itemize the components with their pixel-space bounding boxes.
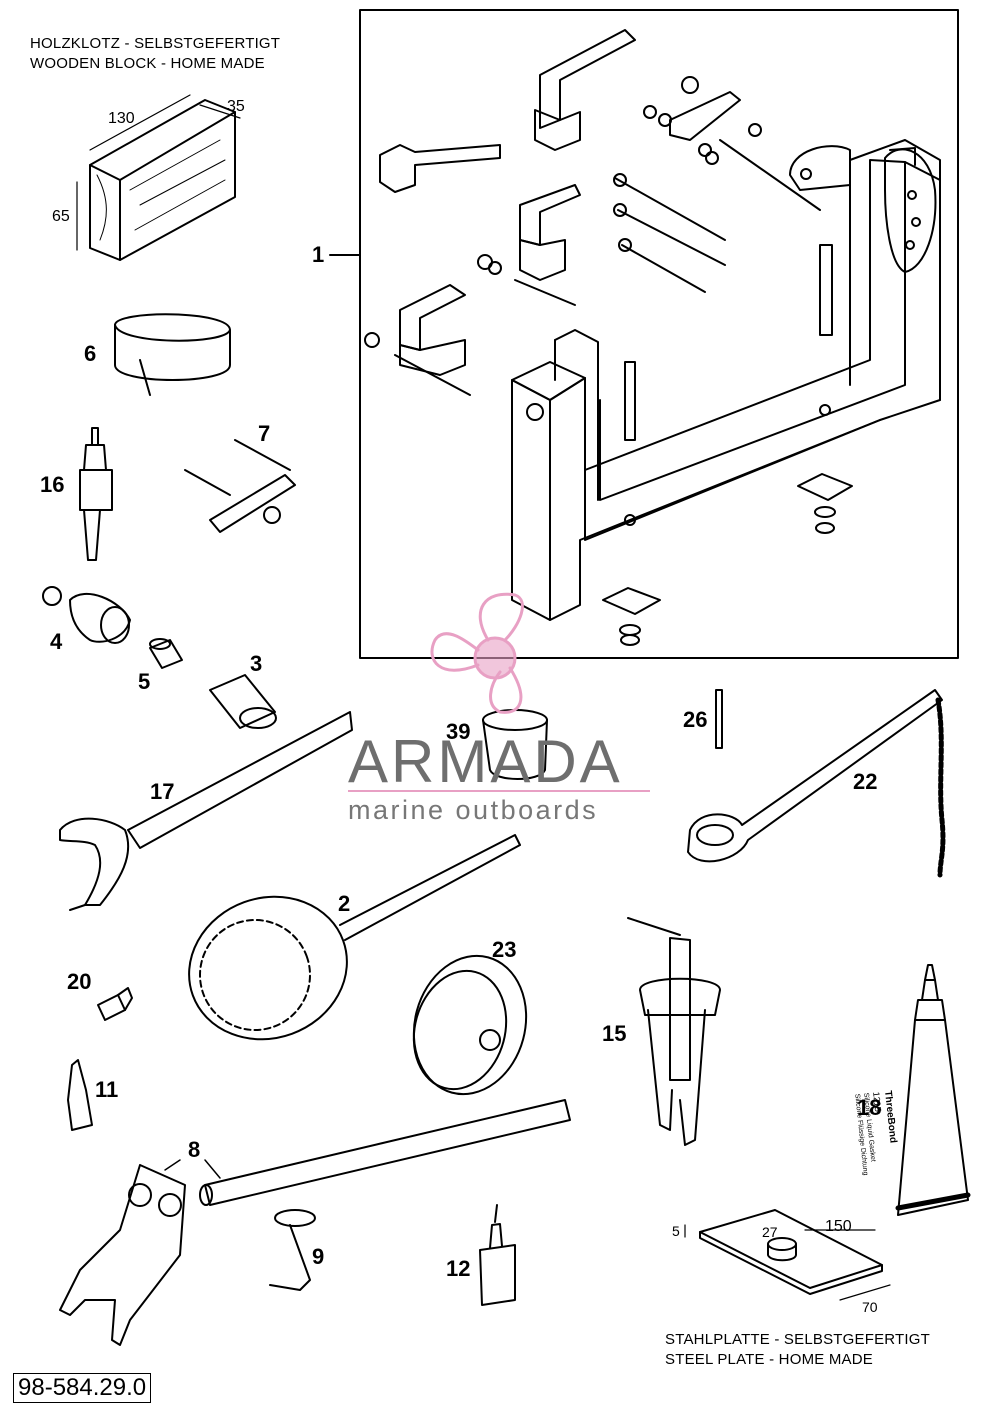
- dim-plate-width: 70: [862, 1299, 878, 1315]
- pin-26: [715, 689, 723, 749]
- steel-plate: [684, 1209, 891, 1301]
- wooden-block: [76, 94, 241, 261]
- dim-block-width: 35: [227, 98, 245, 115]
- dim-plate-length: 150: [825, 1218, 852, 1235]
- callout-5: 5: [138, 669, 151, 694]
- callout-26: 26: [683, 707, 708, 732]
- callout-20: 20: [67, 969, 92, 994]
- steel-plate-note-de: STAHLPLATTE - SELBSTGEFERTIGT: [665, 1331, 931, 1348]
- dim-plate-thickness: 5: [672, 1223, 680, 1239]
- sleeve-3: [209, 674, 277, 729]
- puller-16: [79, 427, 113, 561]
- holder-8: [59, 1099, 571, 1346]
- part-number: 98-584.29.0: [13, 1373, 152, 1403]
- callout-23: 23: [492, 937, 517, 962]
- adapter-4: [42, 586, 131, 644]
- wrench-17: [59, 711, 353, 911]
- callout-8: 8: [188, 1137, 201, 1162]
- clamp-9: [269, 1209, 316, 1291]
- puller-7: [184, 439, 296, 533]
- item-1-frame-box: [359, 9, 959, 659]
- puller-15: [627, 917, 721, 1146]
- watermark-brand: ARMADA: [348, 728, 623, 795]
- dim-block-height: 65: [52, 208, 70, 225]
- callout-4: 4: [50, 629, 63, 654]
- callout-9: 9: [312, 1244, 325, 1269]
- callout-39: 39: [446, 719, 471, 744]
- bottle-12: [479, 1204, 516, 1306]
- watermark-rule: [348, 790, 650, 792]
- callout-12: 12: [446, 1256, 471, 1281]
- callout-8-leader: [164, 1159, 221, 1179]
- engine-stand: [364, 29, 941, 646]
- screw-20: [97, 987, 133, 1021]
- ring-6: [114, 313, 231, 396]
- callout-22: 22: [853, 769, 878, 794]
- callout-7: 7: [258, 421, 271, 446]
- callout-15: 15: [602, 1021, 627, 1046]
- holder-2: [188, 834, 521, 1041]
- wooden-block-note-de: HOLZKLOTZ - SELBSTGEFERTIGT: [30, 35, 281, 52]
- callout-11: 11: [95, 1077, 119, 1102]
- callout-2: 2: [338, 891, 351, 916]
- bushing-5: [149, 638, 183, 669]
- sealant-tube-18: [895, 964, 971, 1216]
- wooden-block-note-en: WOODEN BLOCK - HOME MADE: [30, 55, 265, 72]
- callout-17: 17: [150, 779, 175, 804]
- dim-plate-hole: 27: [762, 1224, 778, 1240]
- chain-wrench-22: [687, 689, 946, 878]
- grease-11: [67, 1059, 93, 1131]
- callout-6: 6: [84, 341, 97, 366]
- watermark-tagline: marine outboards: [348, 795, 599, 825]
- callout-16: 16: [40, 472, 65, 497]
- steel-plate-note-en: STEEL PLATE - HOME MADE: [665, 1351, 873, 1368]
- callout-18: 18: [857, 1095, 882, 1120]
- plate-23: [412, 954, 528, 1096]
- dim-block-length: 130: [108, 110, 135, 127]
- callout-3: 3: [250, 651, 263, 676]
- callout-1: 1: [312, 242, 325, 267]
- armada-logo-icon: [430, 592, 524, 714]
